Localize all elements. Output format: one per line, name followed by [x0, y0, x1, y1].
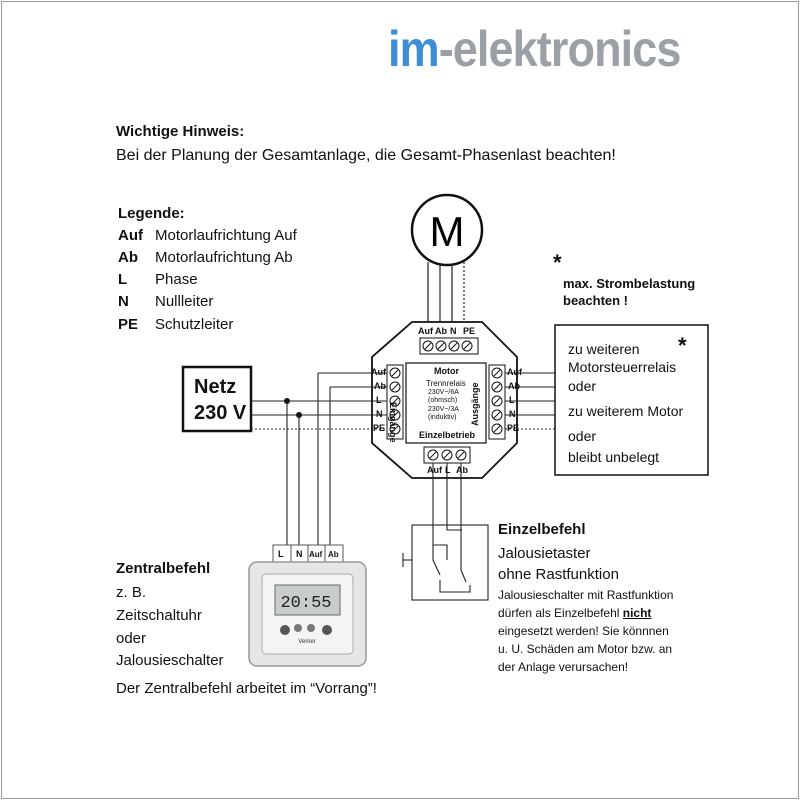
- top-label-auf: Auf: [418, 326, 433, 336]
- einzel-note2-emphasis: nicht: [622, 606, 652, 620]
- netz-voltage: 230 V: [194, 402, 247, 424]
- device-center-line4: 230V~/3A: [428, 406, 459, 413]
- output-line4: zu weiterem Motor: [568, 403, 684, 419]
- top-label-ab: Ab: [435, 326, 447, 336]
- motor-symbol: [410, 193, 484, 267]
- device-center-panel: [405, 362, 487, 444]
- output-star: *: [678, 333, 687, 358]
- legend-key-ab: Ab: [118, 249, 138, 266]
- right-label-n: N: [509, 409, 516, 419]
- output-wires: [505, 372, 555, 430]
- switch-symbol: [402, 524, 489, 601]
- zentral-footer: Der Zentralbefehl arbeitet im “Vorrang”!: [116, 680, 377, 697]
- einzel-note1: Jalousieschalter mit Rastfunktion: [498, 588, 674, 602]
- einzel-note3: eingesetzt werden! Sie könnnen: [498, 624, 669, 638]
- legend-desc-ab: Motorlaufrichtung Ab: [155, 249, 293, 266]
- zentral-line3: oder: [116, 630, 147, 647]
- notice-text: Bei der Planung der Gesamtanlage, die Ge…: [116, 147, 616, 164]
- einzel-wires: [432, 463, 462, 560]
- device-center-line5: (induktiv): [428, 414, 457, 421]
- right-label-ab: Ab: [508, 381, 520, 391]
- output-box: [554, 324, 709, 476]
- left-label-ab: Ab: [374, 381, 386, 391]
- motor-label: M: [430, 208, 465, 255]
- legend-desc-pe: Schutzleiter: [155, 316, 234, 333]
- right-label-l: L: [509, 395, 515, 405]
- legend-key-pe: PE: [118, 316, 139, 333]
- output-line3: oder: [568, 378, 597, 394]
- output-line1: zu weiteren: [568, 341, 640, 357]
- einzel-note2: dürfen als Einzelbefehl nicht: [498, 606, 652, 620]
- warning-line1: max. Strombelastung: [563, 276, 696, 291]
- bottom-label-ab: Ab: [456, 465, 468, 475]
- device-center-line1: Trennrelais: [426, 379, 466, 388]
- notice-title: Wichtige Hinweis:: [116, 123, 245, 140]
- zentral-line1: z. B.: [116, 584, 147, 601]
- zentral-brand: Vemer: [298, 639, 315, 645]
- einzel-title: Einzelbefehl: [498, 521, 586, 538]
- zentral-term-auf: Auf: [309, 550, 323, 559]
- zentral-term-ab: Ab: [328, 550, 339, 559]
- legend-desc-n: Nullleiter: [155, 293, 214, 310]
- bottom-label-l: L: [445, 465, 451, 475]
- zentral-display: 20:55: [280, 594, 331, 613]
- left-group-label: Eingänge: [388, 402, 398, 443]
- warning-star: *: [553, 250, 562, 275]
- output-line2: Motorsteuerrelais: [568, 359, 677, 375]
- right-label-pe: PE: [507, 423, 520, 433]
- netz-wires: [251, 372, 387, 430]
- device-center-line3: (ohmsch): [428, 397, 458, 404]
- motor-wires: [427, 262, 465, 330]
- legend-desc-l: Phase: [155, 271, 198, 288]
- zentral-line4: Jalousieschalter: [116, 652, 224, 669]
- netz-label: Netz: [194, 376, 237, 398]
- netz-box: [181, 365, 253, 433]
- zentral-term-l: L: [278, 549, 284, 559]
- zentral-device: [248, 544, 367, 667]
- zentral-wires: [286, 373, 331, 545]
- right-group-label: Ausgänge: [470, 382, 480, 426]
- top-label-n: N: [450, 326, 457, 336]
- device-bottom-title: Einzelbetrieb: [419, 430, 476, 440]
- einzel-note4: u. U. Schäden am Motor bzw. an: [498, 642, 673, 656]
- einzel-line1: Jalousietaster: [498, 545, 591, 562]
- output-line6: bleibt unbelegt: [568, 449, 660, 465]
- zentral-title: Zentralbefehl: [116, 560, 211, 577]
- legend-desc-auf: Motorlaufrichtung Auf: [155, 227, 297, 244]
- left-label-pe: PE: [373, 423, 386, 433]
- left-label-auf: Auf: [371, 367, 386, 377]
- warning-line2: beachten !: [563, 293, 629, 308]
- legend-key-auf: Auf: [118, 227, 143, 244]
- output-line5: oder: [568, 428, 597, 444]
- einzel-line2: ohne Rastfunktion: [498, 566, 619, 583]
- legend-key-n: N: [118, 293, 129, 310]
- zentral-line2: Zeitschaltuhr: [116, 607, 202, 624]
- brand-logo: im-elektronics: [388, 21, 681, 77]
- einzel-note5: der Anlage verursachen!: [498, 660, 629, 674]
- legend-key-l: L: [118, 271, 128, 288]
- bottom-label-auf: Auf: [427, 465, 442, 475]
- zentral-term-n: N: [296, 549, 303, 559]
- right-label-auf: Auf: [507, 367, 522, 377]
- legend-title: Legende:: [118, 205, 185, 222]
- top-label-pe: PE: [463, 326, 476, 336]
- device-center-line2: 230V~/6A: [428, 389, 459, 396]
- left-label-n: N: [376, 409, 383, 419]
- device-center-title: Motor: [434, 366, 459, 376]
- left-label-l: L: [376, 395, 382, 405]
